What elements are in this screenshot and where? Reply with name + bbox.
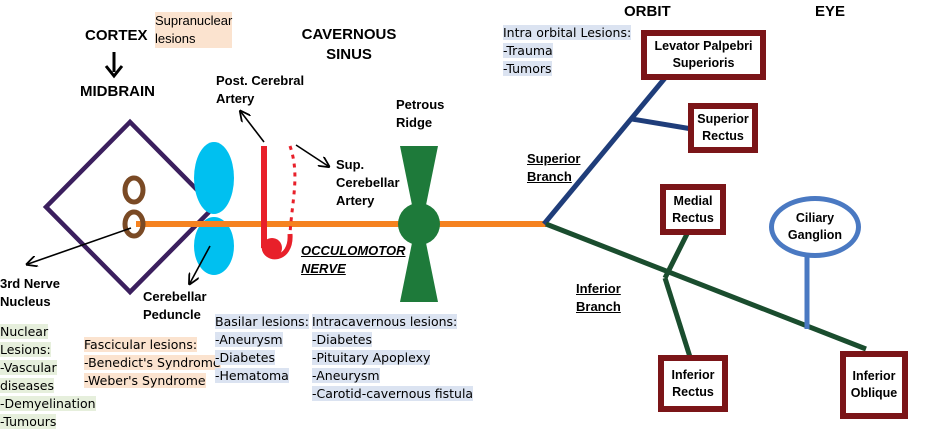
inferior-oblique-box: Inferior Oblique xyxy=(840,351,908,419)
post-cerebral-artery-label: Post. Cerebral Artery xyxy=(216,73,305,106)
artery-junction-node xyxy=(262,238,282,258)
basilar-lesions-note: Basilar lesions: -Aneurysm -Diabetes -He… xyxy=(215,313,309,385)
note-line: Nuclear xyxy=(0,324,49,339)
note-line: -Demyelination xyxy=(0,396,96,411)
cerebellar-peduncle-label: Cerebellar Peduncle xyxy=(143,289,207,322)
intra-orbital-lesions-note: Intra orbital Lesions: -Trauma -Tumors xyxy=(503,24,632,78)
superior-rectus-box: Superior Rectus xyxy=(688,103,758,153)
eye-header: EYE xyxy=(815,3,846,20)
note-line: -Trauma xyxy=(503,43,553,58)
nucleus-lower xyxy=(122,209,146,239)
superior-branch xyxy=(542,76,693,226)
note-line: Intracavernous lesions: xyxy=(312,314,458,329)
superior-branch-label: Superior Branch xyxy=(527,151,581,184)
note-line: -Benedict's Syndrome xyxy=(84,355,221,370)
medial-rectus-box: Medial Rectus xyxy=(660,184,726,235)
note-line: Intra orbital Lesions: xyxy=(503,25,632,40)
note-line: -Tumours xyxy=(0,414,57,429)
note-line: Fascicular lesions: xyxy=(84,337,198,352)
midbrain-header: MIDBRAIN xyxy=(80,83,155,100)
midbrain-outline xyxy=(42,118,218,296)
peduncle-arrow xyxy=(190,245,211,283)
note-line: Lesions: xyxy=(0,342,51,357)
sup-cerebellar-artery-label: Sup. Cerebellar Artery xyxy=(336,157,400,208)
note-line: -Pituitary Apoplexy xyxy=(312,350,431,365)
cavernous-sinus-header: CAVERNOUS SINUS xyxy=(301,26,397,63)
note-line: -Weber's Syndrome xyxy=(84,373,206,388)
sup-cerebellar-artery-arrow xyxy=(295,144,328,166)
fascicular-lesions-note: Fascicular lesions: -Benedict's Syndrome… xyxy=(84,336,221,390)
note-line: -Tumors xyxy=(503,61,552,76)
third-nerve-nucleus-label: 3rd Nerve Nucleus xyxy=(0,276,60,309)
note-line: -Carotid-cavernous fistula xyxy=(312,386,474,401)
note-line: -Vascular xyxy=(0,360,57,375)
intracavernous-lesions-note: Intracavernous lesions: -Diabetes -Pitui… xyxy=(312,313,474,403)
note-line: diseases xyxy=(0,378,54,393)
inferior-branch xyxy=(545,221,867,358)
superior-cerebellar-artery xyxy=(288,145,297,235)
cortex-to-midbrain-arrow xyxy=(104,52,124,79)
nucleus-arrow xyxy=(28,227,132,264)
levator-palpebri-superioris-box: Levator Palpebri Superioris xyxy=(641,30,766,80)
nucleus-upper xyxy=(122,175,146,205)
orbit-header: ORBIT xyxy=(624,3,671,20)
petrous-ridge-center xyxy=(398,203,440,245)
note-line: -Aneurysm xyxy=(215,332,283,347)
occulomotor-nerve-label: OCCULOMOTOR NERVE xyxy=(301,243,406,276)
note-line: Basilar lesions: xyxy=(215,314,309,329)
note-line: -Diabetes xyxy=(312,332,372,347)
post-cerebral-artery-arrow xyxy=(241,112,265,143)
cerebellar-peduncle-lower xyxy=(194,217,234,275)
ciliary-ganglion: Ciliary Ganglion xyxy=(769,196,861,258)
note-line: -Hematoma xyxy=(215,368,289,383)
note-line: -Aneurysm xyxy=(312,368,380,383)
inferior-rectus-box: Inferior Rectus xyxy=(658,355,728,412)
cortex-header: CORTEX xyxy=(85,27,148,44)
inferior-branch-label: Inferior Branch xyxy=(576,281,621,314)
nuclear-lesions-note: Nuclear Lesions: -Vascular diseases -Dem… xyxy=(0,323,96,431)
supranuclear-label: Supranuclear lesions xyxy=(155,12,233,48)
petrous-ridge-label: Petrous Ridge xyxy=(396,97,445,130)
note-line: -Diabetes xyxy=(215,350,275,365)
cerebellar-peduncle-upper xyxy=(194,142,234,214)
